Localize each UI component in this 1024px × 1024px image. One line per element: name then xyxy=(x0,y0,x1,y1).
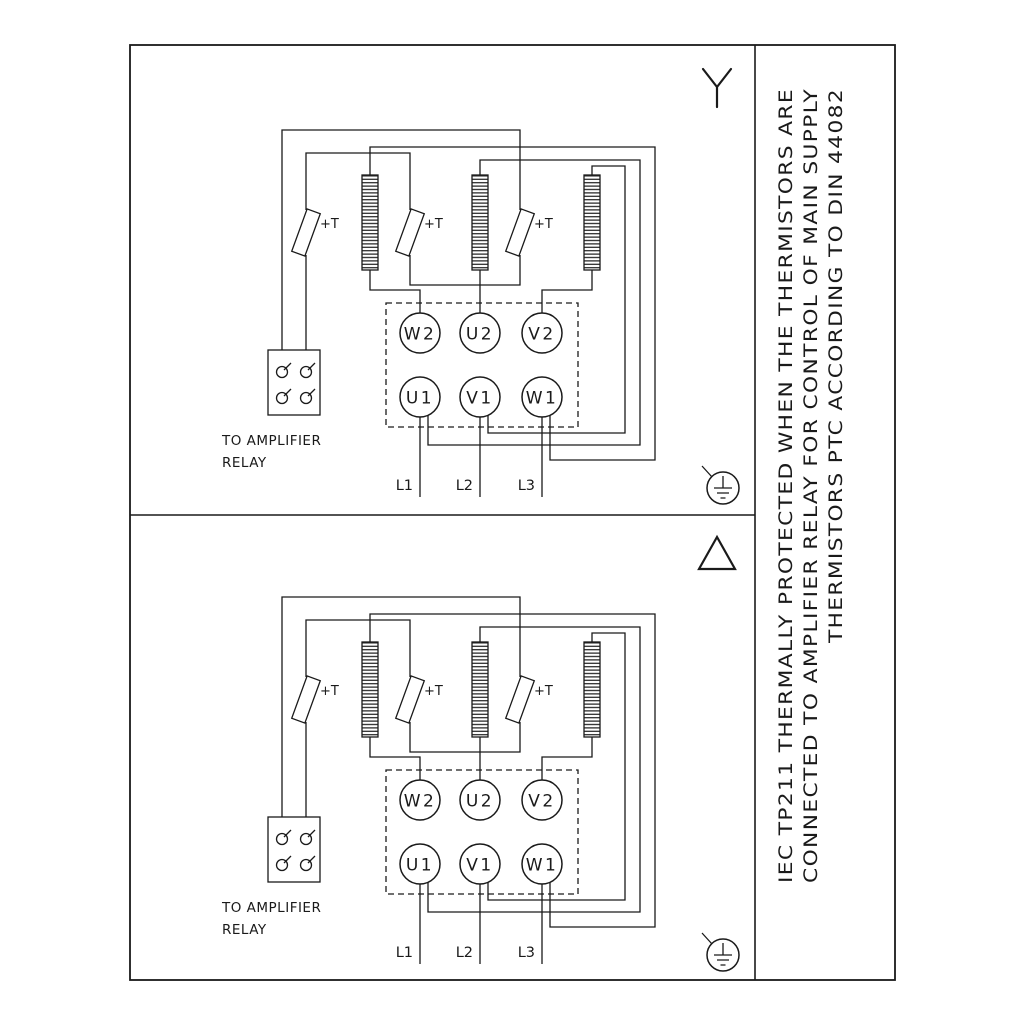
terminal-label-w2: W2 xyxy=(404,325,437,345)
terminal-label-u1: U1 xyxy=(406,389,434,409)
thermistor-label: +T xyxy=(424,217,443,232)
relay-caption-line1: TO AMPLIFIER xyxy=(221,900,321,916)
terminal-label-v2: V2 xyxy=(528,792,555,812)
supply-label-l1: L1 xyxy=(396,945,413,961)
supply-label-l3: L3 xyxy=(518,945,535,961)
terminal-label-w2: W2 xyxy=(404,792,437,812)
supply-label-l2: L2 xyxy=(456,945,473,961)
thermistor-label: +T xyxy=(534,217,553,232)
thermistor-label: +T xyxy=(534,684,553,699)
terminal-label-u1: U1 xyxy=(406,856,434,876)
supply-label-l1: L1 xyxy=(396,478,413,494)
terminal-label-v1: V1 xyxy=(466,856,493,876)
side-note-line1: IEC TP211 THERMALLY PROTECTED WHEN THE T… xyxy=(775,88,797,883)
terminal-label-u2: U2 xyxy=(466,325,494,345)
thermistor-label: +T xyxy=(320,684,339,699)
supply-label-l2: L2 xyxy=(456,478,473,494)
star-symbol xyxy=(701,67,733,109)
side-note-line3: THERMISTORS PTC ACCORDING TO DIN 44082 xyxy=(825,88,847,644)
thermistor-label: +T xyxy=(320,217,339,232)
relay-caption-line1: TO AMPLIFIER xyxy=(221,433,321,449)
terminal-label-u2: U2 xyxy=(466,792,494,812)
terminal-label-v2: V2 xyxy=(528,325,555,345)
side-note: IEC TP211 THERMALLY PROTECTED WHEN THE T… xyxy=(775,88,847,883)
diagram-frame xyxy=(129,44,896,981)
terminal-label-v1: V1 xyxy=(466,389,493,409)
delta-symbol xyxy=(697,534,737,571)
supply-label-l3: L3 xyxy=(518,478,535,494)
terminal-label-w1: W1 xyxy=(526,856,559,876)
thermistor-label: +T xyxy=(424,684,443,699)
side-note-line2: CONNECTED TO AMPLIFIER RELAY FOR CONTROL… xyxy=(800,88,822,883)
relay-caption-line2: RELAY xyxy=(222,922,267,938)
star-panel: W2 U2 V2 U1 V1 W1 +T +T +T TO AMPLIFIER … xyxy=(221,67,733,494)
terminal-label-w1: W1 xyxy=(526,389,559,409)
relay-caption-line2: RELAY xyxy=(222,455,267,471)
delta-panel: W2 U2 V2 U1 V1 W1 +T +T +T TO AMPLIFIER … xyxy=(221,534,737,961)
